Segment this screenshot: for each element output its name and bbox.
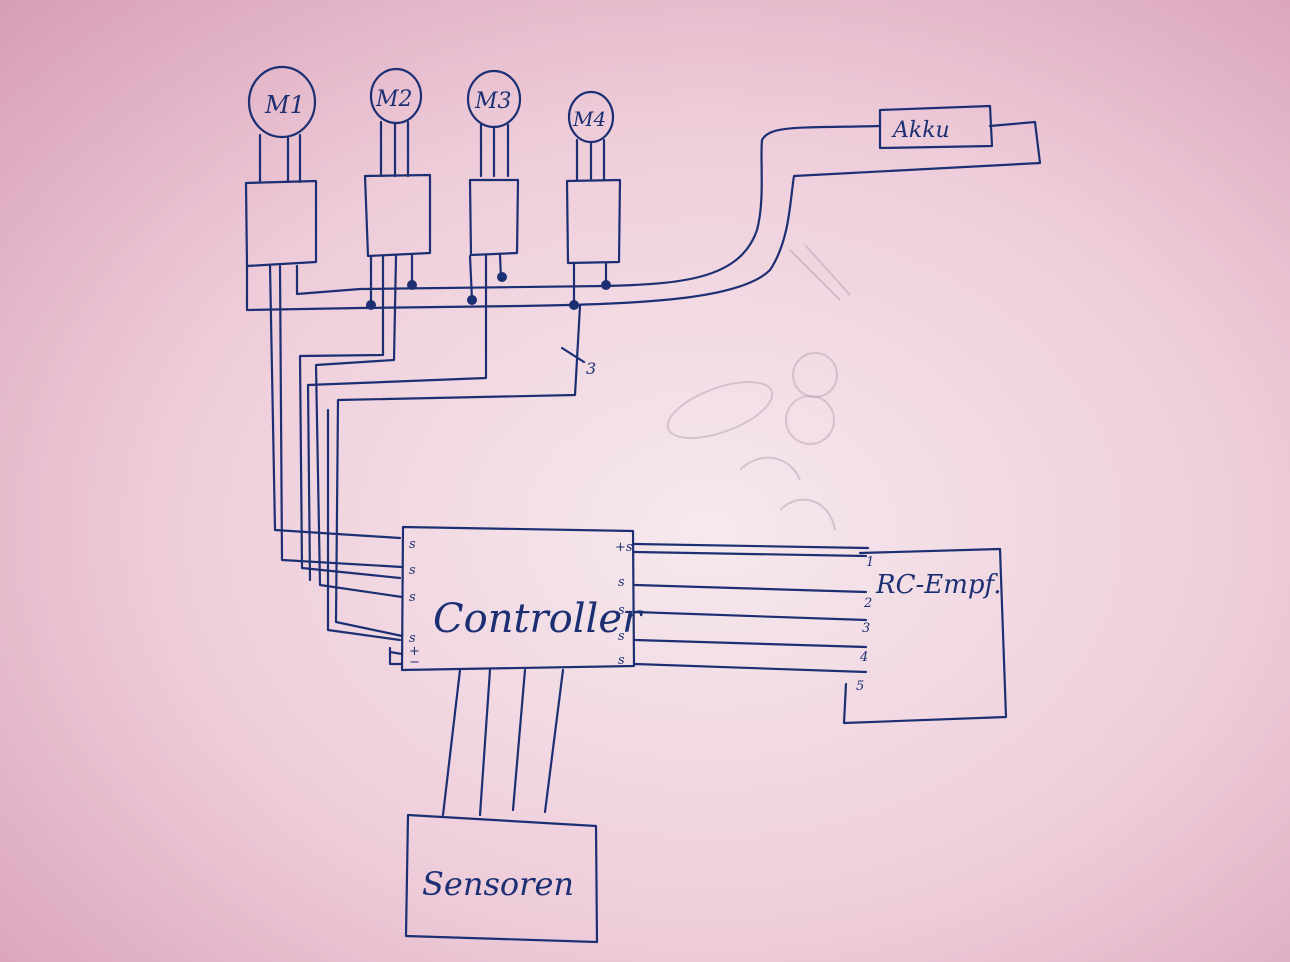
sensor-lines [441,668,565,817]
controller-left-pin-2: s [409,563,416,578]
esc-4 [565,178,622,265]
controller-left-pin-5: + [409,644,420,659]
controller-left-pin-4: s [409,631,416,646]
sensors: Sensoren [404,813,599,944]
sensors-label: Sensoren [422,865,574,903]
motor-label-m4: M4 [572,107,606,131]
esc-1 [244,179,318,268]
esc-3 [468,178,520,257]
motor-m1: M1 [247,65,317,184]
power-bus [245,120,1042,312]
esc-signal-lines: 3 [268,254,596,666]
controller-right-pin-2: s [618,575,625,590]
controller-left-pin-3: s [409,590,416,605]
motor-label-m1: M1 [264,91,305,119]
esc-boxes [244,173,622,268]
controller-right-pin-4: s [618,629,625,644]
receiver-lines [632,542,870,674]
controller-right-pin-3: s [618,603,625,618]
motor-m4: M4 [567,90,615,182]
motor-m3: M3 [466,69,522,178]
motor-m2: M2 [369,67,423,178]
battery: Akku [878,104,994,150]
battery-label: Akku [891,118,950,143]
controller-left-pin-6: − [409,655,420,670]
receiver-channel-1: 1 [866,555,874,570]
faint-pencil-marks [666,244,851,531]
bus-count-note: 3 [586,359,596,378]
rc-receiver: RC-Empf. 1 2 3 4 5 [842,547,1008,725]
motor-label-m2: M2 [375,87,413,112]
receiver-label: RC-Empf. [875,570,1002,600]
controller-right-pin-5: s [618,653,625,668]
controller-label: Controller [433,596,644,642]
controller-left-pin-1: s [409,537,416,552]
controller: Controller s s s s + − +s s s s s [400,525,644,672]
receiver-channel-4: 4 [859,650,868,665]
receiver-channel-3: 3 [862,621,870,636]
receiver-channel-5: 5 [856,679,864,694]
controller-right-pin-1: +s [615,540,633,555]
receiver-channel-2: 2 [863,596,872,611]
esc-2 [363,173,432,258]
motor-label-m3: M3 [474,89,512,114]
